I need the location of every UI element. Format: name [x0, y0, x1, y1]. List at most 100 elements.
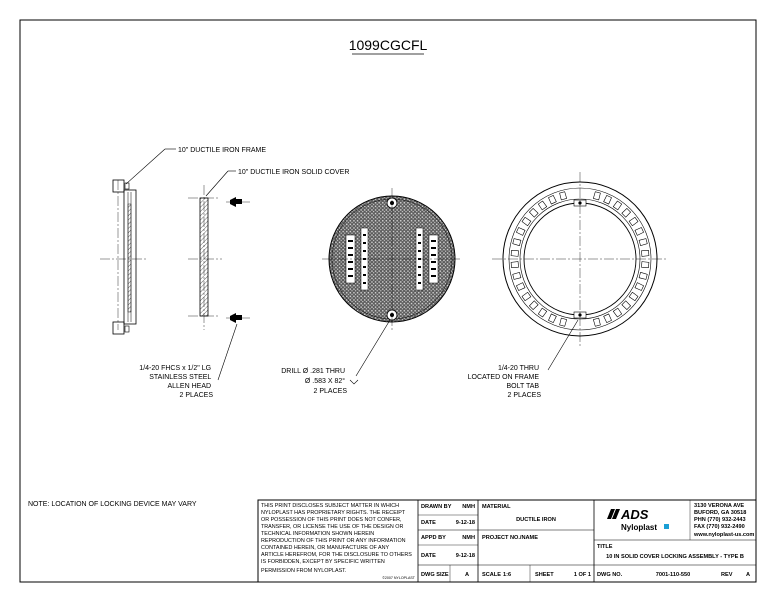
appd-by-label: APPD BY [421, 535, 446, 541]
screw-top [226, 197, 250, 207]
frame-callout: 10" DUCTILE IRON FRAME [178, 147, 266, 154]
drawing-title: 1099CGCFL [349, 37, 428, 53]
title-label: TITLE [597, 544, 613, 550]
frame-slot [634, 227, 644, 236]
ads-slash-marks [607, 509, 620, 519]
screw-callout-line-4: 2 PLACES [180, 392, 214, 399]
sheet-label: SHEET [535, 572, 554, 578]
disclaimer-line-10: PERMISSION FROM NYLOPLAST. [261, 568, 346, 574]
frame-slot [521, 216, 532, 227]
date-value-1: 9-12-18 [456, 520, 475, 526]
frame-slot [521, 291, 532, 302]
tab-callout-line-2: LOCATED ON FRAME [468, 374, 540, 381]
frame-slot [612, 307, 623, 318]
date-label-1: DATE [421, 520, 436, 526]
material-label: MATERIAL [482, 504, 511, 510]
frame-slot [628, 291, 639, 302]
frame-slot [537, 307, 548, 318]
tab-callout-line-1: 1/4-20 THRU [498, 365, 539, 372]
frame-slot [510, 250, 519, 257]
disclaimer-line-4: TRANSFER, OR LICENSE THE USE OF THE DESI… [261, 524, 403, 530]
dwg-no-label: DWG NO. [597, 572, 623, 578]
disclaimer-line-9: IS FORBIDDEN, EXCEPT BY SPECIFIC WRITTEN [261, 559, 385, 565]
frame-slot [510, 261, 519, 268]
rev-label: REV [721, 572, 733, 578]
date-value-2: 9-12-18 [456, 553, 475, 559]
logo-ads-text: ADS [620, 507, 649, 522]
frame-slot [628, 216, 639, 227]
screw-callout-line-1: 1/4-20 FHCS x 1/2" LG [139, 365, 211, 372]
address-line-4: FAX (770) 932-2490 [694, 524, 745, 530]
frame-callout-leader [125, 148, 176, 185]
cover-callout: 10" DUCTILE IRON SOLID COVER [238, 169, 349, 176]
screw-callout-line-2: STAINLESS STEEL [149, 374, 211, 381]
location-note: NOTE: LOCATION OF LOCKING DEVICE MAY VAR… [28, 501, 197, 508]
company-address: 3130 VERONA AVE BUFORD, GA 30518 PHN (77… [693, 503, 754, 538]
frame-slot [548, 313, 557, 323]
frame-slot [512, 238, 522, 247]
disclaimer-line-2: NYLOPLAST HAS PROPRIETARY RIGHTS. THE RE… [261, 510, 406, 516]
dwg-no-value: 7001-110-550 [656, 572, 691, 578]
scale-label: SCALE [482, 572, 501, 578]
sheet-value: 1 OF 1 [574, 572, 591, 578]
drill-callout-line-3: 2 PLACES [314, 388, 348, 395]
drill-callout-line-1: DRILL Ø .281 THRU [281, 368, 345, 375]
tab-callout: 1/4-20 THRU LOCATED ON FRAME BOLT TAB 2 … [468, 365, 542, 399]
frame-slot [528, 300, 539, 311]
logo-nyloplast-text: Nyloplast [621, 523, 657, 532]
copyright: ©2007 NYLOPLAST [382, 576, 416, 580]
drawn-by-value: NMH [462, 504, 475, 510]
drawn-by-label: DRAWN BY [421, 504, 452, 510]
date-label-2: DATE [421, 553, 436, 559]
cover-callout-leader [205, 170, 236, 197]
tab-callout-line-3: BOLT TAB [506, 383, 539, 390]
ads-nyloplast-logo: ADS Nyloplast [607, 507, 669, 532]
dwg-size-label: DWG SIZE [421, 572, 449, 578]
disclaimer-line-6: REPRODUCTION OF THIS PRINT OR ANY INFORM… [261, 538, 406, 544]
frame-slot [516, 227, 526, 236]
disclaimer-line-1: THIS PRINT DISCLOSES SUBJECT MATTER IN W… [261, 503, 399, 509]
address-line-2: BUFORD, GA 30518 [694, 510, 746, 516]
disclaimer-line-8: ARTICLE HEREFROM, FOR THE DISCLOSURE TO … [261, 552, 412, 558]
appd-by-value: NMH [462, 535, 475, 541]
address-line-3: PHN (770) 932-2443 [694, 517, 746, 523]
frame-slot [559, 317, 568, 327]
cover-side-view [188, 185, 222, 330]
cover-top-view [322, 188, 462, 330]
frame-slot [528, 207, 539, 218]
logo-accent-mark [664, 524, 669, 529]
frame-slot [537, 200, 548, 211]
screw-bottom [226, 313, 250, 323]
frame-slots [510, 191, 650, 327]
frame-slot [641, 261, 650, 268]
disclaimer-line-7: CONTAINED HEREIN, OR MANUFACTURE OF ANY [261, 545, 389, 551]
disclaimer-line-3: OR POSSESSION OF THIS PRINT DOES NOT CON… [261, 517, 402, 523]
dwg-size-value: A [465, 572, 469, 578]
tab-callout-leader [547, 319, 579, 371]
frame-slot [603, 313, 612, 323]
frame-slot [621, 300, 632, 311]
frame-slot [603, 195, 612, 205]
frame-slot [634, 282, 644, 291]
material-value: DUCTILE IRON [516, 517, 556, 523]
frame-slot [516, 282, 526, 291]
frame-slot [638, 271, 648, 280]
screw-callout-line-3: ALLEN HEAD [167, 383, 211, 390]
frame-slot [621, 207, 632, 218]
screw-callout-leader [217, 323, 238, 381]
screw-callout: 1/4-20 FHCS x 1/2" LG STAINLESS STEEL AL… [139, 365, 213, 399]
disclaimer-line-5: TECHNICAL INFORMATION SHOWN HEREIN [261, 531, 374, 537]
project-label: PROJECT NO./NAME [482, 535, 538, 541]
title-block [257, 499, 757, 583]
tab-callout-line-4: 2 PLACES [508, 392, 542, 399]
frame-slot [592, 191, 601, 201]
frame-slot [512, 271, 522, 280]
frame-side-view [100, 179, 148, 335]
title-value: 10 IN SOLID COVER LOCKING ASSEMBLY - TYP… [606, 554, 744, 560]
drill-callout: DRILL Ø .281 THRU Ø .583 X 82° 2 PLACES [281, 368, 347, 395]
frame-top-view [492, 172, 668, 346]
frame-slot [638, 238, 648, 247]
address-line-1: 3130 VERONA AVE [694, 503, 744, 509]
frame-slot [548, 195, 557, 205]
